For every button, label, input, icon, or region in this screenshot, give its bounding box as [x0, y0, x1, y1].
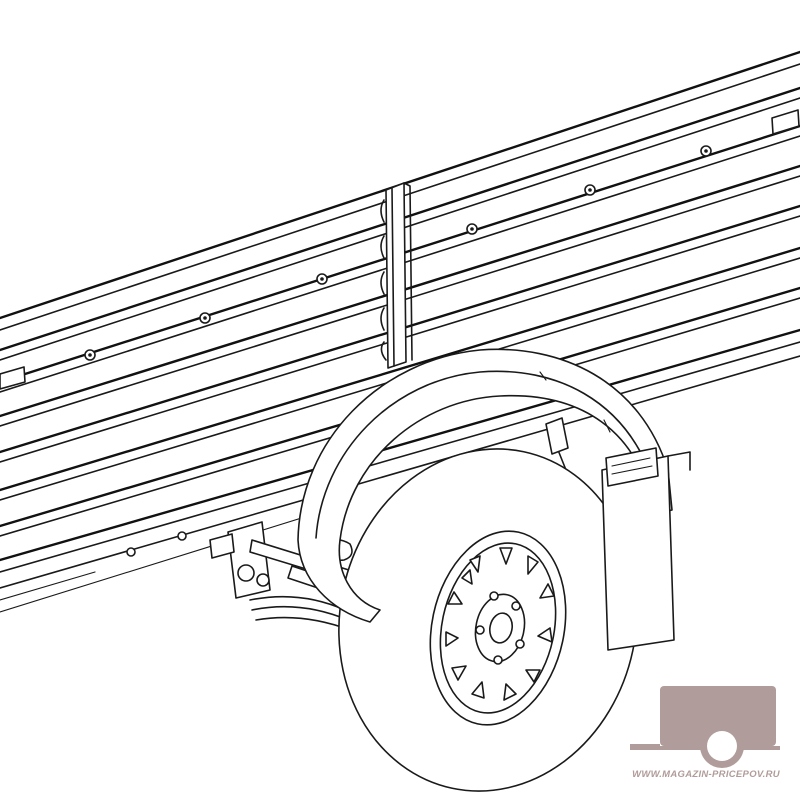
- panel-bolts: [84, 145, 712, 557]
- mud-flap: [601, 447, 691, 651]
- stake-post: [380, 182, 413, 369]
- trailer-icon: [630, 686, 780, 768]
- fender: [297, 348, 673, 623]
- wheel: [338, 448, 638, 792]
- watermark-url: WWW.MAGAZIN-PRICEPOV.RU: [632, 769, 780, 780]
- board-latches: [0, 109, 800, 390]
- trailer-logo-icon: [630, 686, 780, 768]
